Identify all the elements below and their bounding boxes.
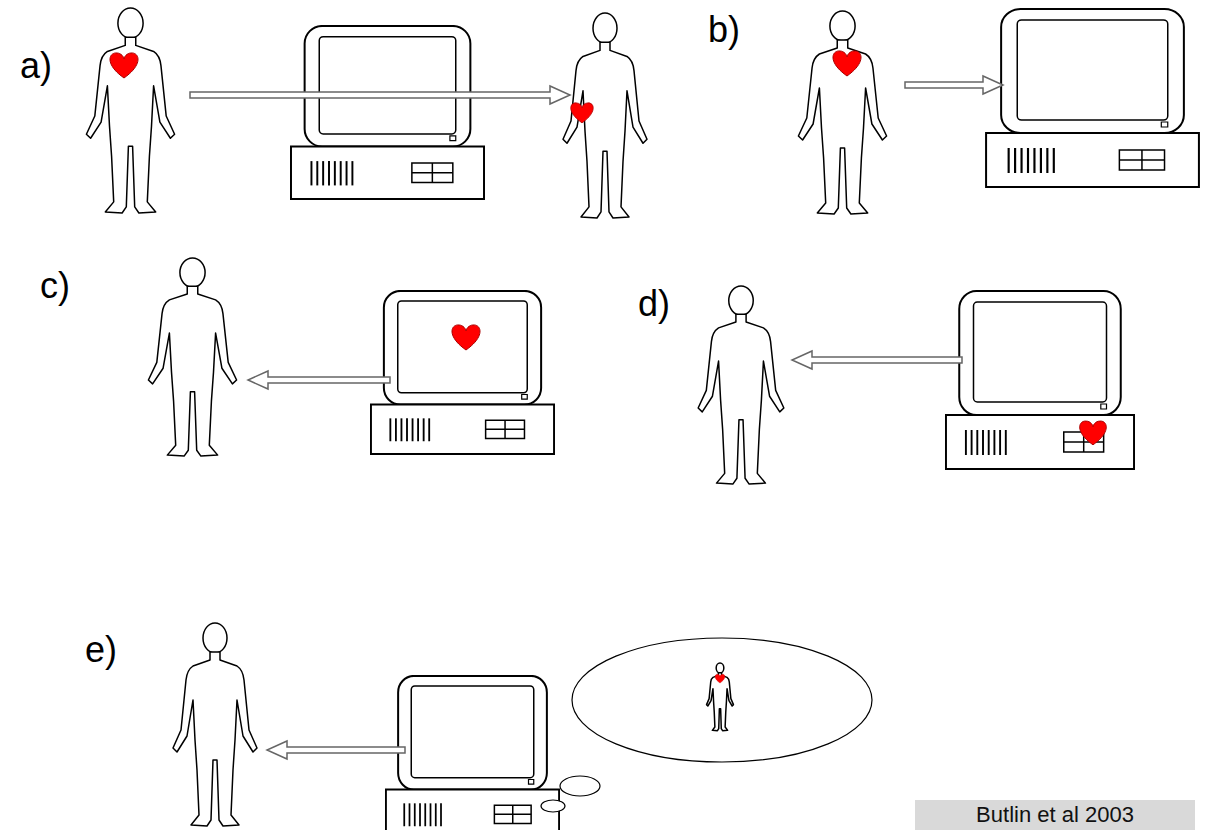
human-figure <box>707 663 734 731</box>
computer <box>291 26 484 199</box>
human-figure <box>86 8 174 213</box>
human-figure <box>698 286 784 484</box>
panel-label: c) <box>40 268 70 304</box>
arrow <box>190 86 570 104</box>
computer <box>386 676 559 830</box>
heart <box>833 51 861 76</box>
panel-label: e) <box>85 632 117 668</box>
thought-bubble <box>572 638 872 762</box>
citation-box: Butlin et al 2003 <box>915 800 1195 830</box>
human-figure <box>798 11 886 214</box>
thought-bubble <box>541 800 565 812</box>
heart <box>452 325 480 350</box>
arrow <box>248 371 390 389</box>
arrow <box>905 76 1003 94</box>
human-figure <box>173 623 257 826</box>
heart <box>571 103 593 123</box>
computer <box>946 291 1134 469</box>
heart <box>715 674 725 683</box>
computer <box>986 9 1199 187</box>
thought-bubble <box>560 776 600 796</box>
panel-label: a) <box>20 48 52 84</box>
citation-text: Butlin et al 2003 <box>976 802 1134 828</box>
human-figure <box>148 258 236 456</box>
panel-label: d) <box>638 286 670 322</box>
heart <box>1080 421 1107 445</box>
human-figure <box>563 13 647 218</box>
heart <box>110 53 138 78</box>
arrow <box>792 351 962 369</box>
panel-label: b) <box>708 12 740 48</box>
computer <box>371 291 554 454</box>
arrow <box>267 741 405 759</box>
